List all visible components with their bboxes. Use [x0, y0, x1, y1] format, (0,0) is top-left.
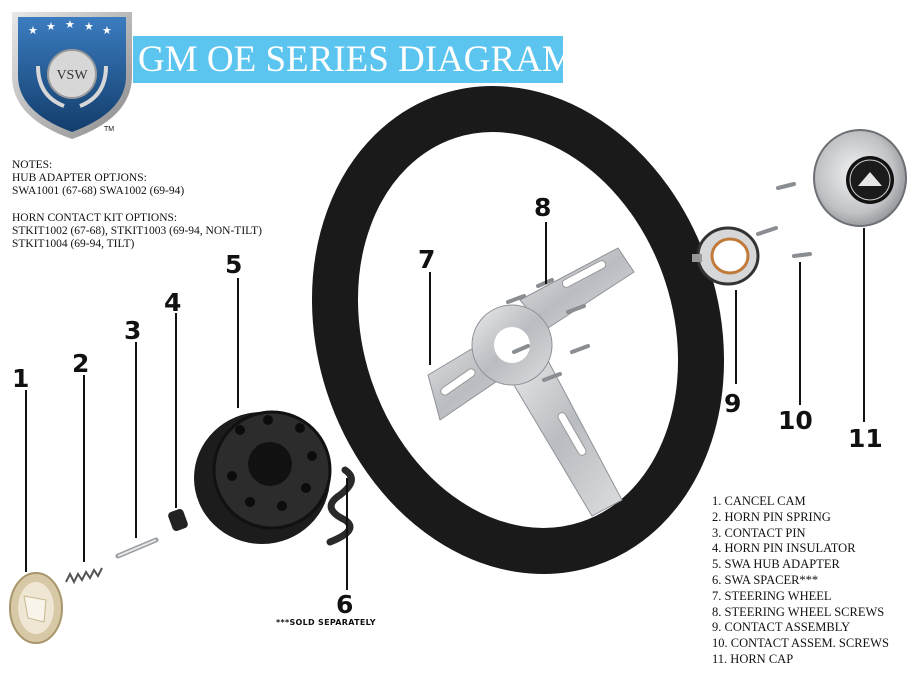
svg-text:★: ★ — [84, 20, 94, 33]
parts-list-item: 9. CONTACT ASSEMBLY — [712, 620, 851, 635]
hub-adapter — [194, 410, 332, 544]
parts-list: 1. CANCEL CAM 2. HORN PIN SPRING 3. CONT… — [712, 494, 889, 668]
parts-list-item: 2. HORN PIN SPRING — [712, 509, 831, 524]
horn-line-1: STKIT1002 (67-68), STKIT1003 (69-94, NON… — [12, 224, 262, 237]
horn-cap — [813, 129, 907, 227]
callout-11: 11 — [848, 424, 883, 453]
parts-list-item: 11. HORN CAP — [712, 651, 794, 666]
svg-text:★: ★ — [102, 24, 112, 37]
vsw-logo: ★ ★ ★ ★ ★ VSW — [12, 12, 132, 139]
parts-list-item: 6. SWA SPACER*** — [712, 572, 819, 587]
callout-10: 10 — [778, 406, 813, 435]
parts-list-item: 7. STEERING WHEEL — [712, 588, 832, 603]
svg-text:★: ★ — [46, 20, 56, 33]
trademark: TM — [104, 126, 115, 133]
callout-8: 8 — [534, 193, 552, 222]
notes: NOTES: HUB ADAPTER OPTJONS: SWA1001 (67-… — [12, 159, 262, 251]
callout-9: 9 — [724, 389, 742, 418]
horn-line-2: STKIT1004 (69-94, TILT) — [12, 238, 135, 251]
contact-screws — [756, 182, 812, 258]
parts-list-item: 10. CONTACT ASSEM. SCREWS — [712, 636, 889, 651]
wheel-screws — [506, 278, 590, 382]
logo-text: VSW — [56, 68, 88, 83]
callout-5: 5 — [225, 250, 243, 279]
notes-heading: NOTES: — [12, 159, 53, 171]
callout-4: 4 — [164, 288, 182, 317]
horn-pin-spring — [65, 567, 103, 585]
page-title: GM OE SERIES DIAGRAM — [138, 39, 575, 80]
parts-list-item: 8. STEERING WHEEL SCREWS — [712, 604, 885, 619]
hub-line: SWA1001 (67-68) SWA1002 (69-94) — [12, 185, 185, 198]
callout-1: 1 — [12, 364, 30, 393]
leader-lines — [25, 222, 865, 590]
svg-text:★: ★ — [65, 18, 75, 31]
callout-6: 6 — [336, 590, 354, 619]
parts-list-item: 5. SWA HUB ADAPTER — [712, 557, 840, 572]
contact-assembly — [692, 226, 760, 286]
svg-text:★: ★ — [28, 24, 38, 37]
parts-list-item: 3. CONTACT PIN — [712, 525, 806, 540]
hub-heading: HUB ADAPTER OPTJONS: — [12, 172, 147, 185]
horn-pin-insulator — [168, 508, 188, 532]
callout-7: 7 — [418, 245, 436, 274]
horn-heading: HORN CONTACT KIT OPTIONS: — [12, 211, 178, 224]
title-banner — [133, 36, 563, 83]
sold-separately-note: ***SOLD SEPARATELY — [276, 618, 376, 627]
parts-list-item: 1. CANCEL CAM — [712, 494, 806, 508]
parts-list-item: 4. HORN PIN INSULATOR — [712, 541, 856, 556]
swa-spacer — [326, 466, 355, 546]
callout-2: 2 — [72, 349, 90, 378]
contact-pin — [115, 537, 159, 559]
cancel-cam — [9, 572, 63, 644]
callout-3: 3 — [124, 316, 142, 345]
steering-wheel — [311, 86, 725, 574]
